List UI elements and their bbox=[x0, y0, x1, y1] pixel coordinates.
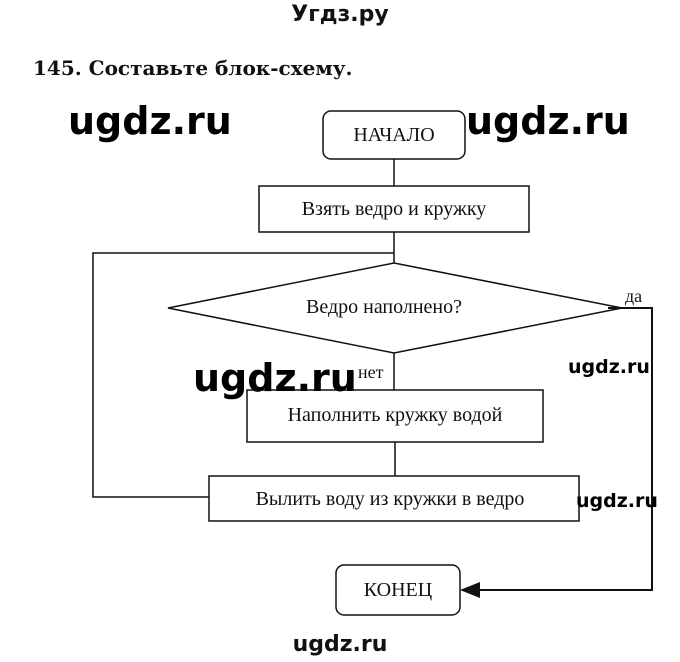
process-pour-water bbox=[208, 475, 580, 522]
process-take-bucket bbox=[258, 185, 530, 233]
watermark-footer: ugdz.ru bbox=[292, 632, 388, 657]
process-pour-water-label: Вылить воду из кружки в ведро bbox=[256, 488, 525, 510]
process-take-bucket-label: Взять ведро и кружку bbox=[302, 198, 487, 220]
decision-bucket-full-label: Ведро наполнено? bbox=[306, 296, 462, 318]
end-node-label: КОНЕЦ bbox=[364, 579, 432, 601]
no-label: нет bbox=[358, 362, 384, 382]
watermark-small-1: ugdz.ru bbox=[568, 356, 650, 378]
process-fill-mug bbox=[246, 389, 544, 443]
watermark-big-center: ugdz.ru bbox=[193, 356, 357, 400]
yes-label: да bbox=[625, 286, 642, 306]
watermark-big-left: ugdz.ru bbox=[68, 99, 232, 143]
watermark-big-right: ugdz.ru bbox=[466, 99, 630, 143]
end-node bbox=[335, 564, 461, 616]
watermark-small-2: ugdz.ru bbox=[576, 490, 658, 512]
task-title: 145. Составьте блок-схему. bbox=[33, 56, 353, 80]
site-header: Угдз.ру bbox=[291, 2, 389, 27]
start-node-label: НАЧАЛО bbox=[353, 124, 434, 146]
process-fill-mug-label: Наполнить кружку водой bbox=[288, 404, 503, 426]
loop-back-line bbox=[92, 252, 394, 498]
connector-yes-end bbox=[460, 307, 653, 598]
